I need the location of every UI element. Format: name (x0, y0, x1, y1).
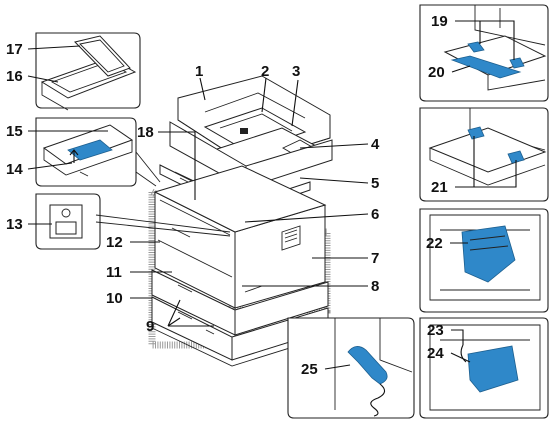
callout-12: 12 (106, 234, 123, 251)
callout-11: 11 (106, 264, 122, 281)
callout-19: 19 (431, 13, 448, 30)
inset-duplex-guide (36, 118, 136, 186)
callout-1: 1 (195, 63, 203, 80)
callout-9: 9 (146, 318, 154, 335)
callout-2: 2 (261, 63, 269, 80)
callout-10: 10 (106, 290, 123, 307)
callout-24: 24 (427, 345, 444, 362)
callout-21: 21 (431, 179, 448, 196)
callout-23: 23 (427, 322, 444, 339)
callout-3: 3 (292, 63, 300, 80)
callout-14: 14 (6, 161, 23, 178)
callout-7: 7 (371, 250, 379, 267)
callout-22: 22 (426, 235, 443, 252)
callout-8: 8 (371, 278, 379, 295)
callout-20: 20 (428, 64, 445, 81)
callout-16: 16 (6, 68, 23, 85)
paper-icon (240, 128, 248, 134)
callout-5: 5 (371, 175, 379, 192)
inset-scanner-glass (36, 33, 140, 110)
inset-power-switch (36, 194, 100, 249)
callout-17: 17 (6, 41, 23, 58)
callout-18: 18 (137, 124, 154, 141)
inset-toner (420, 209, 548, 312)
callout-25: 25 (301, 361, 318, 378)
callout-6: 6 (371, 206, 379, 223)
callout-15: 15 (6, 123, 23, 140)
callout-13: 13 (6, 216, 23, 233)
callout-4: 4 (371, 136, 380, 153)
